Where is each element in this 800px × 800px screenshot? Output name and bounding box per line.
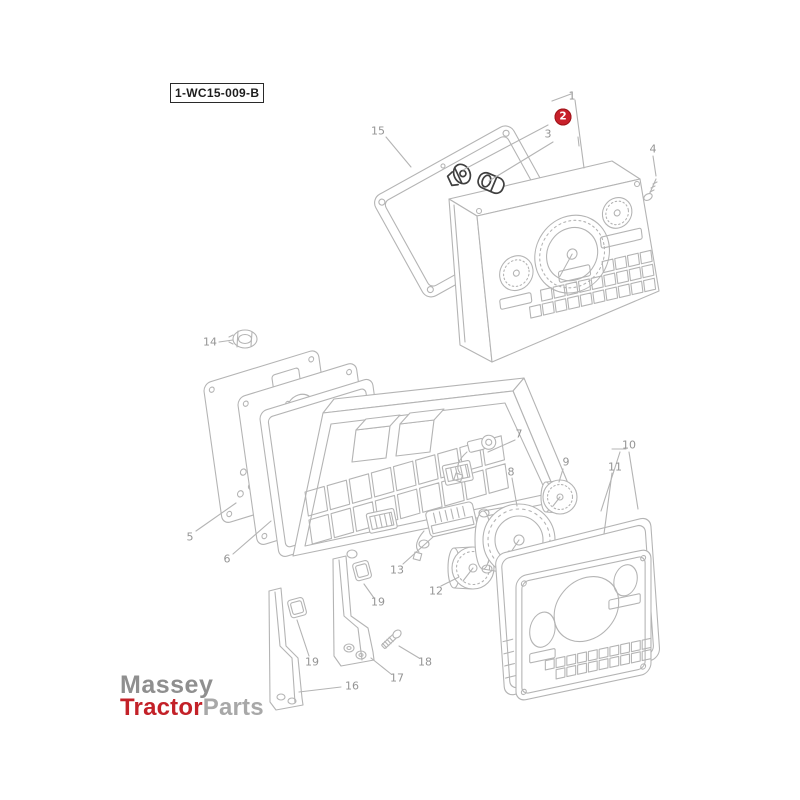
- callout-10: 10: [622, 438, 636, 452]
- part-1-instrument-cluster: [448, 160, 660, 363]
- callout-1: 1: [568, 89, 576, 103]
- part-16-bracket: [268, 587, 304, 711]
- callout-15: 15: [371, 124, 385, 138]
- callout-6: 6: [223, 552, 231, 566]
- callout-leader-lines: [195, 93, 657, 693]
- callout-9: 9: [562, 455, 570, 469]
- part-14-grommet: [228, 329, 258, 349]
- callout-19: 19: [305, 655, 319, 669]
- callout-7: 7: [515, 427, 523, 441]
- callout-8: 8: [507, 465, 515, 479]
- callout-18: 18: [418, 655, 432, 669]
- callout-5: 5: [186, 530, 194, 544]
- part-19-pad-a: [352, 559, 372, 582]
- callout-13: 13: [390, 563, 404, 577]
- callout-12: 12: [429, 584, 443, 598]
- part-2-bulb: [477, 171, 505, 195]
- part-17-bracket: [332, 555, 375, 667]
- callout-19: 19: [371, 595, 385, 609]
- part-18-bolt: [381, 629, 402, 649]
- callout-14: 14: [203, 335, 217, 349]
- callout-16: 16: [345, 679, 359, 693]
- callout-11: 11: [608, 460, 622, 474]
- drawing-number-label: 1-WC15-009-B: [170, 83, 265, 103]
- part-3-bulb-holder: [446, 163, 472, 187]
- part-13-connector: [412, 501, 478, 562]
- callout-17: 17: [390, 671, 404, 685]
- callout-4: 4: [649, 142, 657, 156]
- callout-highlighted-2: 2: [554, 108, 572, 126]
- callout-3: 3: [544, 127, 552, 141]
- part-19-pad-b: [287, 596, 307, 619]
- part-10-bezel: [515, 549, 652, 701]
- part-4-screw: [643, 178, 658, 201]
- part-7-socket-wire: [453, 434, 497, 483]
